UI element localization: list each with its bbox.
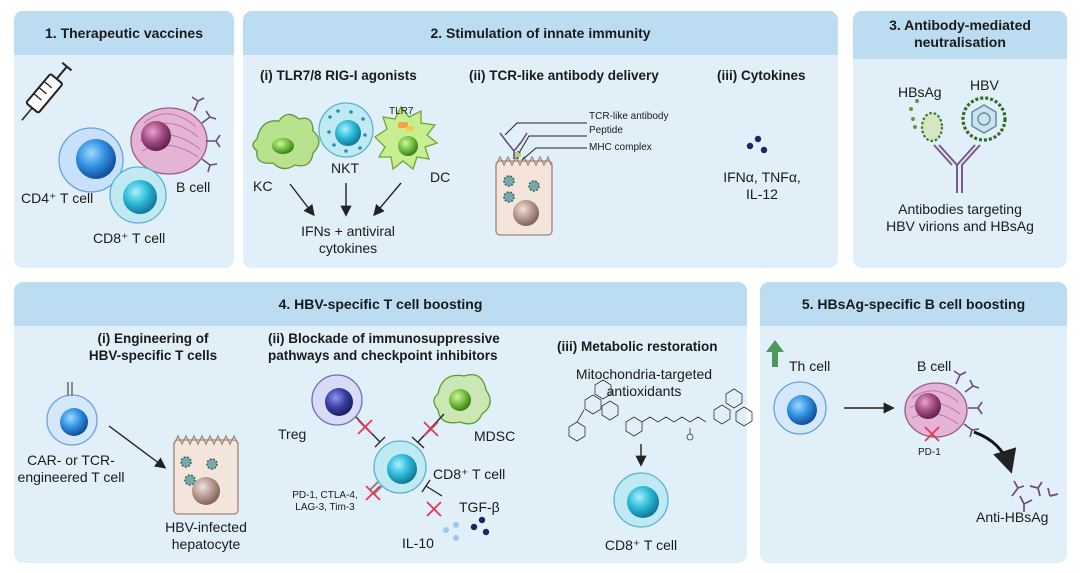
- b-cell-label: B cell: [176, 179, 211, 195]
- cd8-t-cell-icon: [109, 166, 167, 224]
- hepatocyte-line1: HBV-infected: [165, 519, 247, 535]
- hbv-infected-hepatocyte-icon: [173, 434, 239, 515]
- pd1-label: PD-1: [918, 447, 941, 458]
- tcr-like-antibody-label: TCR-like antibody: [589, 111, 669, 122]
- dc-cell-icon: [373, 105, 439, 171]
- treg-cell-icon: [311, 374, 363, 426]
- panel-title-line1: 3. Antibody-mediated: [889, 17, 1031, 33]
- metabolic-line1: Mitochondria-targeted: [575, 366, 713, 382]
- cytokines-line1: IFNα, TNFα,: [723, 169, 801, 185]
- neutralisation-illustration: [909, 96, 1007, 193]
- cytokine-dots-icon: [443, 516, 490, 541]
- panel-b-cell-boosting: 5. HBsAg-specific B cell boosting: [760, 282, 1067, 563]
- anti-hbsag-label: Anti-HBsAg: [976, 509, 1049, 525]
- virus-icon: [180, 456, 218, 486]
- tlr-agonists-title: (i) TLR7/8 RIG-I agonists: [260, 68, 417, 83]
- antibody-icon: [933, 144, 981, 193]
- panel-t-cell-boosting: 4. HBV-specific T cell boosting (i) Engi…: [14, 282, 753, 563]
- hepatocyte-line2: hepatocyte: [171, 536, 241, 552]
- th-cell-icon: [773, 381, 827, 435]
- blockade-title-line2: pathways and checkpoint inhibitors: [268, 348, 498, 363]
- checkpoint-receptor-icon: [369, 481, 383, 495]
- b-cell-icon: [130, 96, 221, 175]
- panel-innate-immunity: 2. Stimulation of innate immunity (i) TL…: [243, 11, 838, 268]
- b-cell-boosting-illustration: [766, 340, 1059, 512]
- cd8-t-cell-label: CD8⁺ T cell: [93, 230, 166, 246]
- panel-header: [243, 11, 838, 55]
- ifn-output-line1: IFNs + antiviral: [301, 223, 395, 239]
- panel-header: [14, 282, 747, 326]
- engineered-t-cell-icon: [46, 382, 98, 446]
- tgf-beta-label: TGF-β: [459, 499, 500, 515]
- up-arrow-icon: [766, 340, 784, 367]
- antioxidant-structure-icon: [568, 379, 753, 442]
- cd8-t-cell-icon: [369, 440, 427, 495]
- panel-header: [14, 11, 234, 55]
- metabolic-title: (iii) Metabolic restoration: [557, 339, 718, 354]
- kc-label: KC: [253, 178, 273, 194]
- virus-icon: [503, 175, 540, 203]
- th-cell-label: Th cell: [789, 358, 831, 374]
- panel-antibody-neutralisation: 3. Antibody-mediated neutralisation HBsA…: [853, 11, 1067, 268]
- b-cell-label: B cell: [917, 358, 952, 374]
- hepatocyte-icon: [495, 155, 553, 236]
- cd4-t-cell-label: CD4⁺ T cell: [21, 190, 94, 206]
- innate-illustration: [252, 102, 768, 236]
- tcr-delivery-title: (ii) TCR-like antibody delivery: [469, 68, 659, 83]
- cd4-t-cell-icon: [58, 127, 124, 193]
- panel-title: 4. HBV-specific T cell boosting: [278, 296, 483, 312]
- cytokine-dots-icon: [746, 135, 768, 154]
- nkt-cell-icon: [318, 102, 374, 158]
- car-t-cell-line1: CAR- or TCR-: [27, 452, 115, 468]
- hbv-virion-icon: [961, 96, 1007, 142]
- checkpoint-line2: LAG-3, Tim-3: [295, 502, 355, 513]
- panel-header: [853, 11, 1067, 59]
- metabolic-line2: antioxidants: [606, 383, 682, 399]
- checkpoint-line1: PD-1, CTLA-4,: [292, 490, 358, 501]
- hbv-label: HBV: [970, 77, 999, 93]
- cd8-t-cell-label: CD8⁺ T cell: [433, 466, 506, 482]
- mdsc-cell-icon: [433, 373, 491, 425]
- kc-cell-icon: [252, 113, 320, 170]
- cytokines-title: (iii) Cytokines: [717, 68, 806, 83]
- caption-line1: Antibodies targeting: [898, 201, 1022, 217]
- blocked-cross-icon: [924, 426, 940, 442]
- vaccine-illustration: [21, 61, 221, 224]
- panel-title: 5. HBsAg-specific B cell boosting: [801, 296, 1026, 312]
- cd8-t-cell-icon: [613, 472, 669, 528]
- panel-title-line2: neutralisation: [914, 34, 1006, 50]
- t-cell-boosting-illustration: [46, 373, 753, 541]
- panel-therapeutic-vaccines: 1. Therapeutic vaccines: [14, 11, 234, 268]
- cytokines-line2: IL-12: [746, 186, 778, 202]
- caption-line2: HBV virions and HBsAg: [886, 218, 1034, 234]
- anti-hbsag-antibody-icon: [1011, 480, 1059, 512]
- il10-label: IL-10: [402, 535, 434, 551]
- dc-label: DC: [430, 169, 451, 185]
- metabolic-cd8-label: CD8⁺ T cell: [604, 537, 678, 553]
- nkt-label: NKT: [331, 160, 359, 176]
- hbsag-label: HBsAg: [898, 84, 942, 100]
- b-cell-icon: [904, 370, 983, 442]
- panel-title: 2. Stimulation of innate immunity: [430, 25, 651, 41]
- mdsc-label: MDSC: [474, 428, 516, 444]
- mhc-complex-label: MHC complex: [589, 142, 652, 153]
- blockade-title-line1: (ii) Blockade of immunosuppressive: [268, 331, 500, 346]
- tlr7-label: TLR7: [389, 106, 414, 117]
- panel-header: [760, 282, 1067, 326]
- car-t-cell-line2: engineered T cell: [17, 469, 125, 485]
- peptide-label: Peptide: [589, 125, 623, 136]
- blocked-cross-icon: [357, 419, 442, 517]
- treg-label: Treg: [278, 426, 307, 442]
- engineering-title-line1: (i) Engineering of: [97, 331, 209, 346]
- syringe-icon: [21, 61, 73, 121]
- panel-title: 1. Therapeutic vaccines: [45, 25, 203, 41]
- engineering-title-line2: HBV-specific T cells: [88, 348, 218, 363]
- hbsag-particle-icon: [909, 99, 944, 143]
- ifn-output-line2: cytokines: [318, 240, 378, 256]
